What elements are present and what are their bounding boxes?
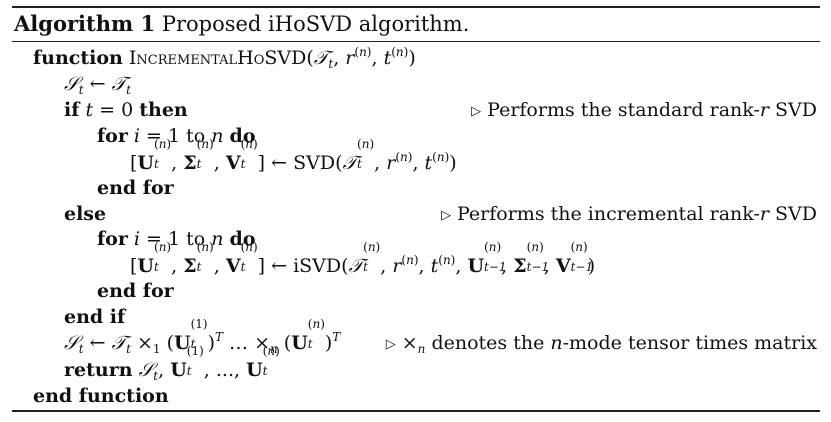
keyword-end-if: end if (64, 306, 126, 328)
line-end-for-1: end for (97, 175, 174, 201)
keyword-else: else (64, 203, 107, 225)
svd-operator: SVD (293, 152, 336, 174)
line-end-if: end if (64, 304, 125, 330)
keyword-then: then (139, 99, 188, 121)
bottom-rule (12, 410, 820, 412)
triangle-icon: ▷ (385, 337, 396, 352)
comment-mode-product-text: denotes the n-mode tensor times matrix (431, 332, 817, 354)
comment-standard-text: Performs the standard rank-r SVD (487, 99, 817, 121)
keyword-do: do (229, 228, 256, 250)
keyword-do: do (229, 125, 256, 147)
line-end-function: end function (33, 383, 169, 409)
triangle-icon: ▷ (471, 104, 482, 119)
line-for-2: for i = 1 to n do (97, 228, 256, 250)
line-if: if t = 0 then (64, 99, 188, 121)
keyword-end-for: end for (97, 177, 174, 199)
keyword-function: function (33, 47, 123, 69)
keyword-if: if (64, 99, 80, 121)
line-else: else (64, 201, 106, 227)
comment-incremental-text: Performs the incremental rank-r SVD (457, 203, 817, 225)
line-svd: [U(n)t(n), Σ(n)t(n), V(n)t(n)] ← SVD(𝒯(n… (130, 137, 457, 174)
keyword-return: return (64, 359, 133, 381)
keyword-for: for (97, 125, 128, 147)
algorithm-label: Algorithm 1 (14, 11, 156, 36)
keyword-for: for (97, 228, 128, 250)
comment-mode-product: ▷×n denotes the n-mode tensor times matr… (385, 332, 817, 356)
line-return: return 𝒮t, U(1)t(1), ..., U(n)t(n) (64, 344, 280, 383)
line-isvd: [U(n)t(n), Σ(n)t(n), V(n)t(n)] ← iSVD(𝒯(… (130, 240, 596, 277)
line-for-1: for i = 1 to n do (97, 125, 256, 147)
isvd-operator: iSVD (293, 255, 342, 277)
keyword-end-function: end function (33, 385, 169, 407)
line-end-for-2: end for (97, 278, 174, 304)
line-mode-product: 𝒮t ← 𝒯t ×1 (U(1)t(1))T … ×n (U(n)t(n))T (64, 317, 341, 356)
algorithm-caption: Algorithm 1 Proposed iHoSVD algorithm. (14, 8, 469, 40)
line-assign-s: 𝒮t ← 𝒯t (64, 73, 131, 97)
comment-standard-svd: ▷ Performs the standard rank-r SVD (471, 97, 817, 123)
caption-rule (12, 41, 820, 43)
triangle-icon: ▷ (441, 208, 451, 223)
algorithm-title: Proposed iHoSVD algorithm. (161, 12, 470, 36)
comment-incremental-svd: ▷ Performs the incremental rank-r SVD (441, 201, 817, 227)
function-name: IncrementalHoSVD (128, 47, 307, 69)
keyword-end-for: end for (97, 280, 174, 302)
top-rule (12, 6, 820, 8)
line-function-header: function IncrementalHoSVD(𝒯t, r(n), t(n)… (33, 45, 416, 71)
